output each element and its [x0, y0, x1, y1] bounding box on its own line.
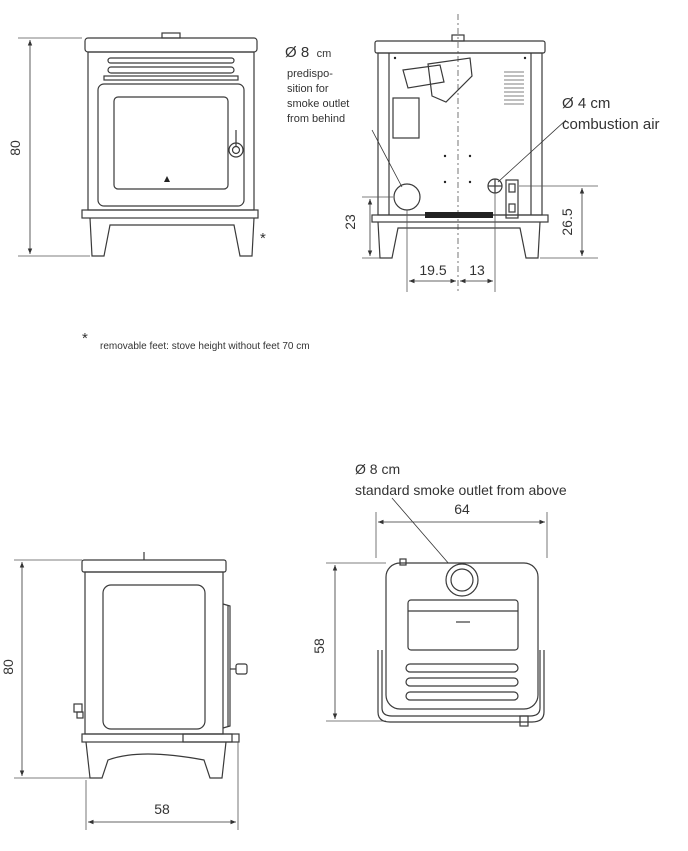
top-depth-label: 58 [311, 638, 327, 654]
feet-asterisk: * [260, 230, 266, 247]
side-view: 80 58 [0, 552, 248, 830]
air-offset-label: 13 [469, 262, 485, 278]
back-outlet-note-line-1: predispo- [287, 68, 333, 80]
combustion-air-diameter: Ø 4 cm [562, 95, 610, 112]
front-height-label: 80 [7, 140, 23, 156]
combustion-air-label: combustion air [562, 116, 660, 133]
top-outlet-diameter: Ø 8 cm [355, 461, 400, 477]
top-width-label: 64 [454, 501, 470, 517]
back-outlet-diameter: Ø 8 cm [285, 44, 331, 61]
footnote-marker: * [82, 330, 88, 347]
back-outlet-note-line-4: from behind [287, 113, 345, 125]
top-outlet-label: standard smoke outlet from above [355, 482, 567, 498]
footnote: * removable feet: stove height without f… [82, 330, 310, 352]
back-outlet-note-line-3: smoke outlet [287, 98, 349, 110]
back-outlet-note-line-2: sition for [287, 83, 329, 95]
outlet-height-label: 23 [342, 214, 358, 230]
side-height-label: 80 [0, 659, 16, 675]
footnote-text: removable feet: stove height without fee… [100, 341, 310, 352]
outlet-offset-label: 19.5 [419, 262, 446, 278]
top-view: Ø 8 cm standard smoke outlet from above … [311, 461, 567, 727]
front-view: 80 * [7, 32, 266, 257]
side-depth-label: 58 [154, 801, 170, 817]
air-height-label: 26.5 [559, 208, 575, 235]
back-view: Ø 8 cm predispo- sition for smoke outlet… [285, 14, 660, 292]
